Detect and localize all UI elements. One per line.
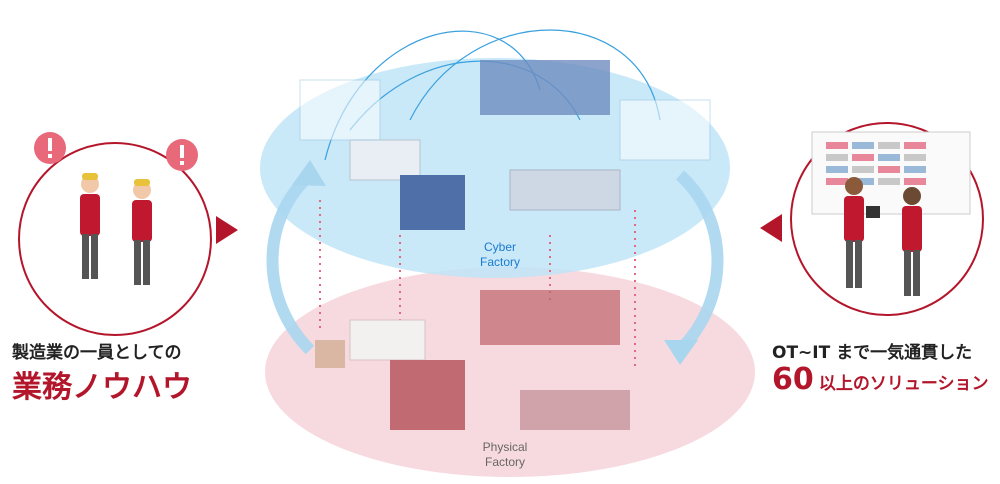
solutions-count: 60 (772, 362, 814, 397)
left-circle (18, 142, 212, 336)
solutions-suffix: 以上のソリューション (818, 374, 989, 394)
right-headline: 60 以上のソリューション (772, 362, 989, 397)
workers-dashboard-illustration (811, 131, 971, 296)
cyber-line1: Cyber (483, 240, 516, 254)
right-subtitle: OT~IT まで一気通貫した (772, 343, 973, 363)
exclamation-icon (34, 132, 66, 164)
right-circle (790, 122, 984, 316)
exclamation-icon (166, 139, 198, 171)
cyber-line2: Factory (479, 255, 520, 269)
physical-factory-label: Physical Factory (470, 440, 540, 470)
arrow-right-icon (216, 216, 238, 244)
left-subtitle: 製造業の一員としての (12, 343, 182, 363)
cycle-arrow-icon (266, 170, 724, 355)
physical-line2: Factory (484, 455, 525, 469)
physical-line1: Physical (482, 440, 528, 454)
cyber-factory-label: Cyber Factory (470, 240, 530, 270)
left-headline: 業務ノウハウ (12, 370, 192, 405)
workers-discussion-illustration (80, 173, 152, 285)
arrow-left-icon (760, 214, 782, 242)
factory-diagram (260, 29, 755, 477)
